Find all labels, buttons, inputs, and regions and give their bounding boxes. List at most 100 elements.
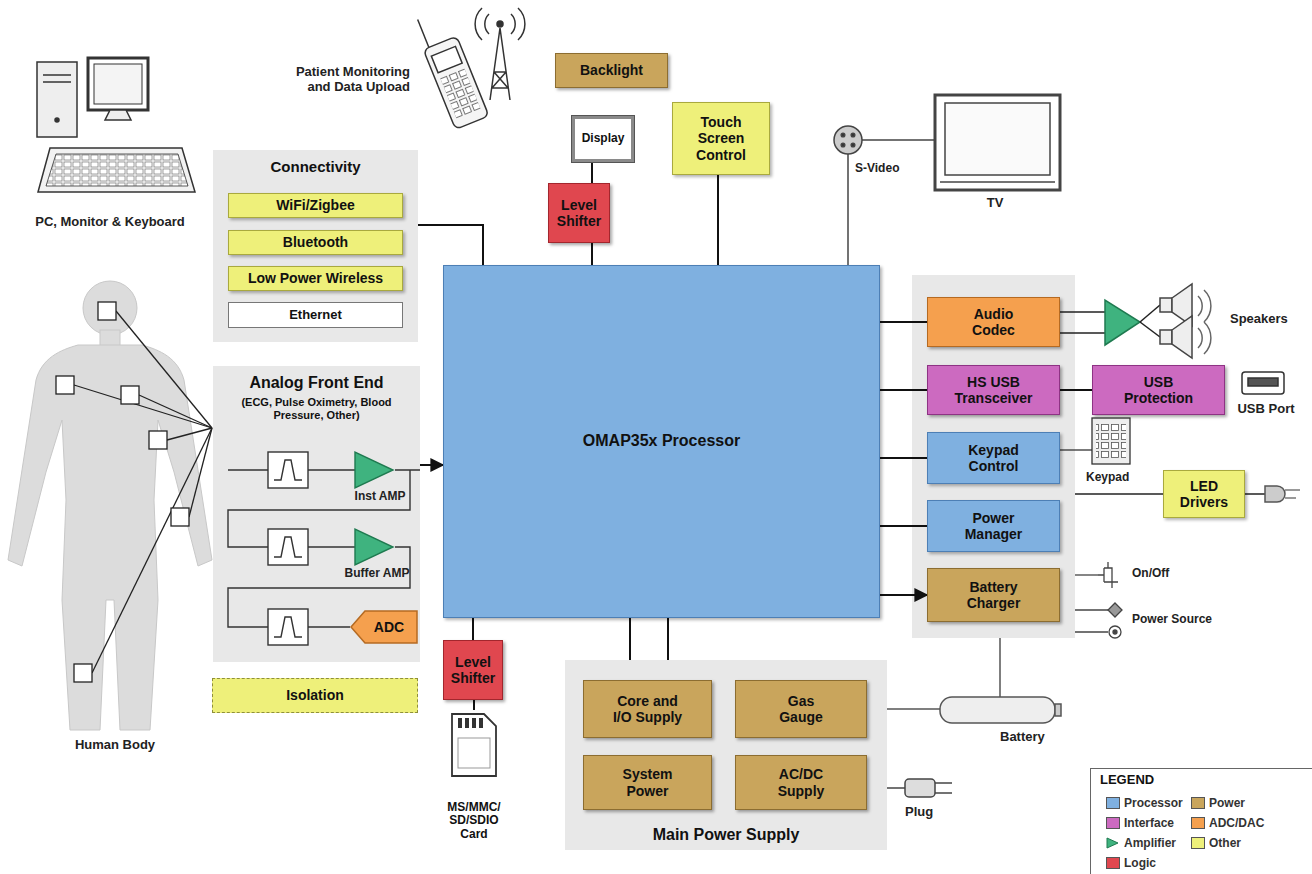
part-label: Plug — [905, 805, 955, 820]
node-text: Backlight — [580, 62, 643, 78]
part-label: Speakers — [1230, 312, 1304, 327]
s-video-tv — [834, 126, 862, 154]
computer-icon — [46, 154, 188, 186]
part-label: Patient Monitoring and Data Upload — [280, 65, 410, 95]
legend-text: Other — [1209, 836, 1241, 850]
electrode-leads — [74, 385, 212, 428]
legend-swatch — [1106, 797, 1120, 809]
usb-port — [1242, 372, 1284, 394]
keypad-icon — [1096, 422, 1126, 460]
phone-tower-icon — [497, 21, 503, 27]
phone-tower-icon — [412, 8, 525, 129]
legend-item: Power — [1191, 796, 1245, 810]
battery-icon — [887, 708, 940, 710]
amplifier-sample — [1106, 837, 1120, 849]
node-text: MS/MMC/ SD/SDIO Card — [440, 801, 508, 842]
adc-shape — [351, 611, 417, 643]
human-body — [8, 281, 212, 730]
node-text: System Power — [606, 766, 689, 798]
connector-line — [717, 175, 719, 265]
electrode-leads — [92, 428, 212, 673]
legend-swatch — [1191, 817, 1205, 829]
node-text: ADC — [374, 619, 404, 635]
audio-output — [1060, 332, 1105, 334]
phone-tower-icon — [431, 46, 462, 72]
logic-box: Level Shifter — [443, 640, 503, 700]
audio-output — [1105, 300, 1140, 345]
electrode-leads — [98, 302, 116, 320]
part-label: S-Video — [855, 162, 915, 176]
audio-output — [1160, 284, 1192, 358]
plug-icon — [887, 787, 905, 789]
node-text: Isolation — [286, 687, 344, 703]
connector-line — [880, 321, 927, 323]
computer-icon — [38, 148, 195, 192]
connector-line — [1060, 389, 1092, 391]
led-wiring — [1265, 486, 1285, 502]
other-box: Bluetooth — [228, 230, 403, 255]
other-box: Low Power Wireless — [228, 266, 403, 291]
power-box: Core and I/O Supply — [583, 680, 712, 738]
connector-line — [473, 700, 475, 710]
plug-icon — [887, 779, 952, 797]
battery-icon — [999, 638, 1001, 697]
power-inputs — [1109, 626, 1121, 638]
memory-card-icon — [452, 714, 496, 776]
audio-output — [1160, 298, 1172, 312]
power-inputs — [1108, 603, 1122, 617]
display-icon: Display — [572, 116, 634, 162]
adc-pentagon: ADC — [350, 610, 418, 644]
node-text: Battery Charger — [952, 579, 1035, 611]
node-text: Keypad Control — [952, 442, 1035, 474]
s-video-tv — [834, 95, 1060, 265]
node-text: HS USB Transceiver — [952, 374, 1035, 406]
audio-output — [1198, 290, 1211, 354]
memory-card-icon — [450, 712, 498, 778]
power-box: Gas Gauge — [735, 680, 867, 738]
front-end-circuit — [228, 452, 420, 645]
plug-icon — [935, 782, 952, 784]
logic-box: Level Shifter — [548, 183, 610, 243]
electrode-leads — [171, 508, 189, 526]
legend-item: ADC/DAC — [1191, 816, 1264, 830]
node-text: Low Power Wireless — [248, 270, 383, 286]
connector-line — [880, 594, 927, 596]
front-end-circuit — [268, 529, 308, 565]
node-text: Level Shifter — [553, 197, 605, 229]
group-panel: Analog Front End(ECG, Pulse Oximetry, Bl… — [213, 366, 420, 662]
power-box: AC/DC Supply — [735, 755, 867, 810]
computer-icon — [88, 58, 148, 110]
node-text: Audio Codec — [952, 306, 1035, 338]
legend-text: Amplifier — [1124, 836, 1176, 850]
peripheral-panel — [912, 275, 1075, 638]
legend-text: Power — [1209, 796, 1245, 810]
legend-item: Logic — [1106, 856, 1156, 870]
processor-box: Keypad Control — [927, 432, 1060, 484]
battery-icon — [1055, 704, 1061, 716]
connector-line — [472, 618, 474, 640]
legend-item: Processor — [1106, 796, 1183, 810]
electrode-leads — [139, 395, 212, 428]
audio-output — [1060, 284, 1211, 358]
legend-swatch — [1191, 837, 1205, 849]
node-text: Touch Screen Control — [679, 114, 763, 162]
group-panel: Main Power SupplyCore and I/O SupplyGas … — [565, 660, 887, 850]
power-inputs — [1075, 609, 1108, 610]
computer-icon — [43, 74, 71, 76]
node-text: Core and I/O Supply — [606, 693, 689, 725]
computer-icon — [55, 118, 59, 122]
power-box: Battery Charger — [927, 568, 1060, 622]
node-text: AC/DC Supply — [758, 766, 844, 798]
keypad-icon — [1060, 418, 1130, 464]
adc-box: Audio Codec — [927, 297, 1060, 347]
part-label: USB Port — [1228, 402, 1304, 417]
other-box: Touch Screen Control — [672, 102, 770, 175]
led-wiring — [1285, 489, 1300, 491]
legend-item: Interface — [1106, 816, 1174, 830]
keypad-icon — [1092, 418, 1130, 464]
connector-line — [591, 162, 593, 183]
node-text: USB Protection — [1117, 374, 1200, 406]
part-label: Battery — [1000, 730, 1070, 745]
legend-swatch — [1191, 797, 1205, 809]
